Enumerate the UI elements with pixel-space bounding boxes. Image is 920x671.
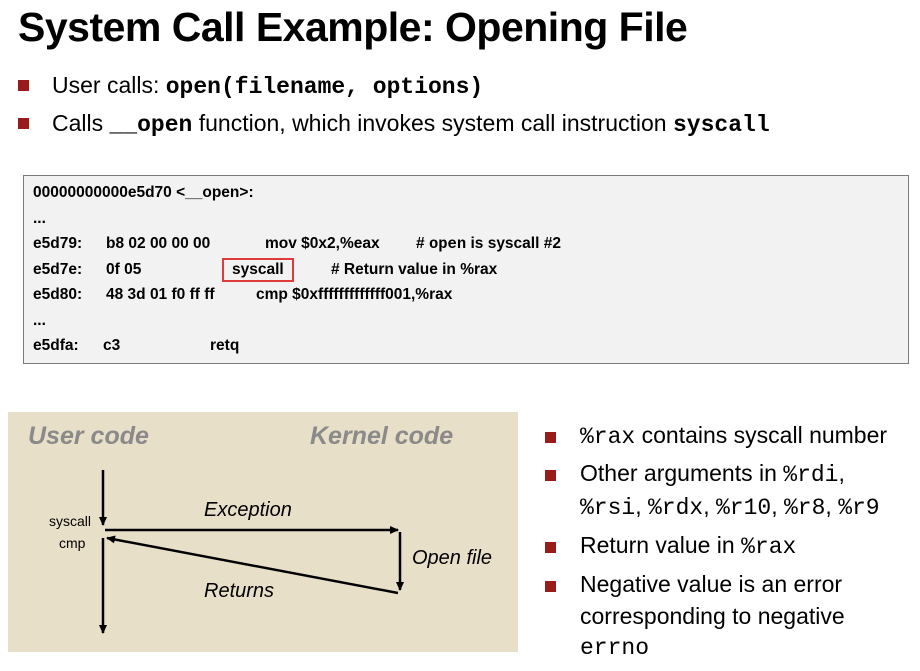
slide-title: System Call Example: Opening File (18, 4, 688, 50)
syscall-flow-diagram: User code Kernel code syscall cmp Except… (8, 412, 518, 652)
bullet-text: Calls (52, 110, 110, 136)
disasm-line: e5d79: b8 02 00 00 00 mov $0x2,%eax # op… (33, 235, 561, 253)
arg-registers: %rsi, %rdx, %r10, %r8, %r9 (580, 493, 880, 521)
disasm-addr: e5d7e: (33, 261, 83, 278)
returns-arrow (106, 535, 399, 595)
bullet-text: function, which invokes system call inst… (192, 110, 673, 136)
disasm-ellipsis: ... (33, 312, 46, 329)
cmp-label: cmp (59, 535, 86, 551)
disasm-addr: e5dfa: (33, 337, 79, 354)
disasm-bytes: 48 3d 01 f0 ff ff (106, 286, 215, 303)
disasm-comment: # open is syscall #2 (416, 235, 561, 253)
disasm-ellipsis: ... (33, 210, 46, 227)
bullet-code: syscall (673, 112, 770, 138)
square-bullet-icon (545, 581, 556, 592)
disassembly-box: 00000000000e5d70 <__open>: ... e5d79: b8… (23, 175, 909, 364)
disasm-instr: syscall (232, 261, 284, 278)
disasm-line: e5dfa: c3 retq (33, 337, 239, 355)
square-bullet-icon (545, 542, 556, 553)
square-bullet-icon (545, 470, 556, 481)
square-bullet-icon (18, 118, 29, 129)
exception-label: Exception (204, 499, 292, 521)
disasm-header: 00000000000e5d70 <__open>: (33, 184, 254, 201)
disasm-bytes: c3 (103, 337, 121, 354)
disasm-instr: mov $0x2,%eax (265, 235, 380, 252)
bullet-code: open(filename, options) (165, 74, 484, 100)
syscall-label: syscall (49, 513, 92, 529)
bullet-code: __open (109, 112, 193, 138)
disasm-bytes: 0f 05 (106, 261, 142, 278)
disasm-instr: cmp $0xfffffffffffff001,%rax (256, 286, 453, 303)
disasm-line: e5d80: 48 3d 01 f0 ff ff cmp $0xffffffff… (33, 286, 452, 304)
bullet-text: User calls: (52, 72, 166, 98)
flow-arrows (99, 470, 404, 634)
returns-label: Returns (204, 580, 275, 602)
disasm-instr: retq (210, 337, 240, 354)
disasm-comment: # Return value in %rax (331, 261, 498, 278)
square-bullet-icon (545, 432, 556, 443)
disasm-line: e5d7e: 0f 05 syscall # Return value in %… (33, 258, 497, 282)
user-code-label: User code (28, 422, 149, 450)
disasm-addr: e5d80: (33, 286, 83, 303)
square-bullet-icon (18, 80, 29, 91)
disasm-bytes: b8 02 00 00 00 (106, 235, 211, 252)
kernel-code-label: Kernel code (310, 422, 454, 450)
disasm-addr: e5d79: (33, 235, 83, 252)
open-file-label: Open file (412, 547, 493, 569)
syscall-highlight-box (222, 258, 294, 282)
